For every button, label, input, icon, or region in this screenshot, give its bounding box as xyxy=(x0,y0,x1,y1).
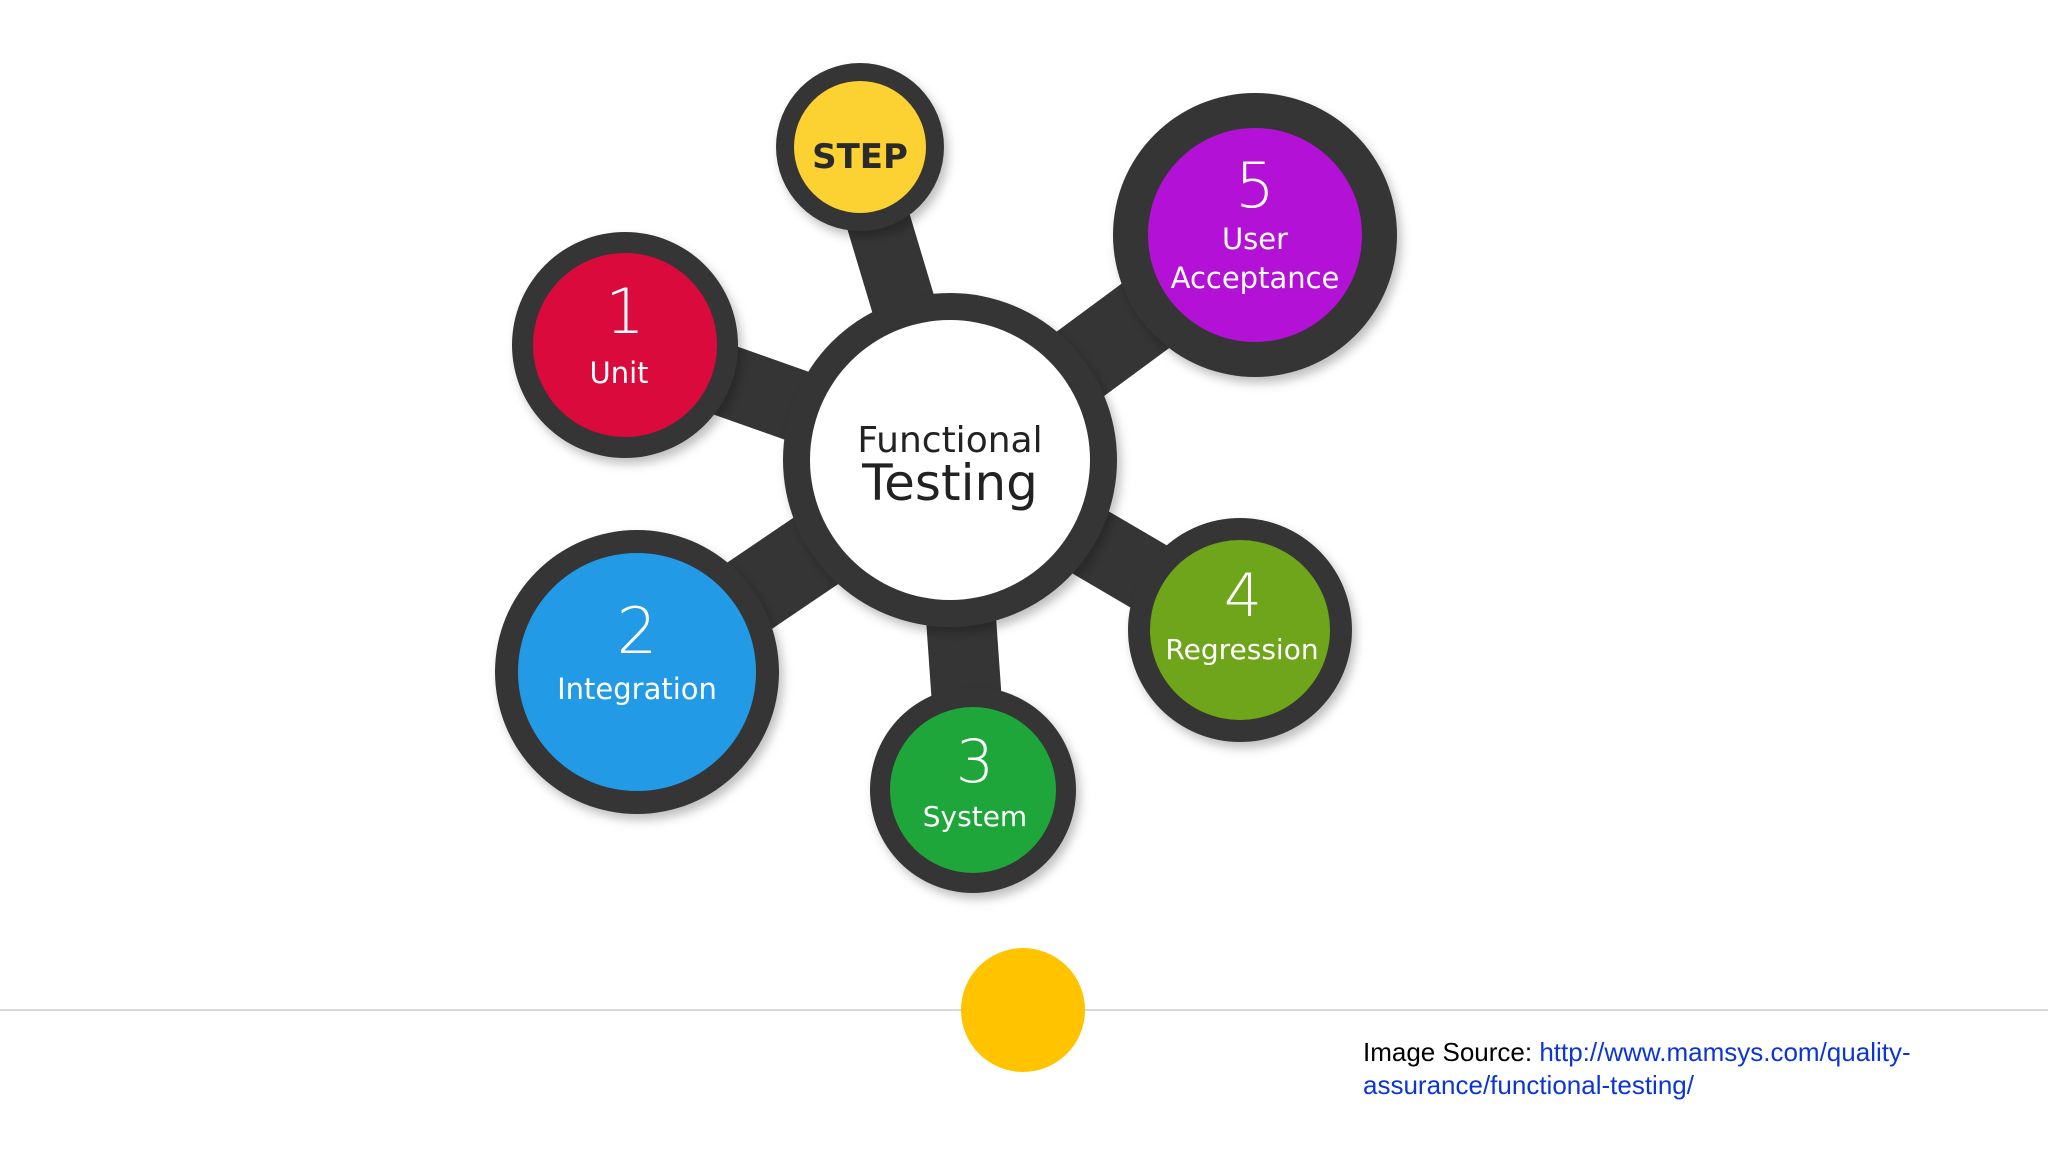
node-integration: 2 Integration xyxy=(495,530,779,814)
regression-number: 4 xyxy=(1224,561,1262,631)
user-acceptance-label-line2: Acceptance xyxy=(1171,261,1340,295)
image-source-prefix: Image Source: xyxy=(1363,1037,1540,1067)
node-system: 3 System xyxy=(870,687,1076,893)
system-label: System xyxy=(923,800,1027,833)
regression-disc xyxy=(1150,540,1330,720)
image-source-caption: Image Source: http://www.mamsys.com/qual… xyxy=(1363,1036,2003,1102)
step-disc xyxy=(794,81,926,213)
node-user-acceptance: 5 User Acceptance xyxy=(1113,93,1397,377)
step-label: STEP xyxy=(812,137,908,177)
unit-disc xyxy=(533,253,717,437)
center-title-line1: Functional xyxy=(857,420,1042,461)
unit-number: 1 xyxy=(605,275,644,348)
user-acceptance-disc xyxy=(1148,128,1362,342)
integration-number: 2 xyxy=(617,595,658,669)
unit-label: Unit xyxy=(589,356,648,390)
user-acceptance-number: 5 xyxy=(1235,149,1274,222)
node-regression: 4 Regression xyxy=(1128,518,1352,742)
node-unit: 1 Unit xyxy=(512,232,738,458)
integration-disc xyxy=(518,553,756,791)
accent-dot xyxy=(961,948,1085,1072)
system-disc xyxy=(890,707,1056,873)
step-node: STEP xyxy=(776,63,944,231)
system-number: 3 xyxy=(956,727,994,797)
center-hub: Functional Testing xyxy=(783,293,1117,627)
center-title-line2: Testing xyxy=(861,454,1038,512)
regression-label: Regression xyxy=(1165,633,1318,666)
center-disc xyxy=(810,320,1090,600)
integration-label: Integration xyxy=(557,672,717,706)
user-acceptance-label-line1: User xyxy=(1222,222,1288,256)
image-source-link[interactable]: http://www.mamsys.com/quality-assurance/… xyxy=(1363,1037,1911,1100)
